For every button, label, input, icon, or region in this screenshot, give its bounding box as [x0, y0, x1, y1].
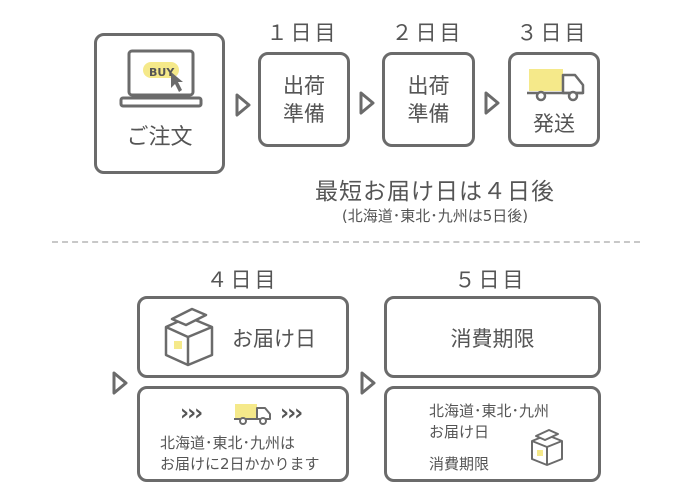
prep2-line2: 準備 — [407, 102, 450, 126]
regions-note-line2: お届けに2日かかります — [160, 455, 320, 473]
ship-label: 発送 — [533, 112, 575, 136]
day2-label: ２日目 — [391, 21, 464, 45]
prep-step-2: 出荷 準備 — [382, 52, 475, 147]
arrow-right-icon — [235, 93, 251, 117]
delivery-truck-icon — [234, 404, 271, 425]
day3-label: ３日目 — [516, 21, 589, 45]
package-box-icon — [164, 307, 214, 367]
order-label: ご注文 — [126, 125, 193, 150]
fastest-delivery-text: 最短お届け日は４日後 — [315, 179, 555, 205]
ship-step: 発送 — [508, 52, 600, 147]
delivery-truck-icon — [527, 69, 585, 102]
day4-label: ４日目 — [206, 268, 279, 292]
delivery-label: お届け日 — [232, 327, 316, 351]
regions-line2: お届け日 — [429, 423, 490, 441]
prep2-line1: 出荷 — [407, 74, 450, 98]
day5-label: ５日目 — [454, 268, 527, 292]
expiry-step: 消費期限 — [384, 296, 601, 378]
regions-line1: 北海道･東北･九州 — [429, 402, 550, 420]
prep1-line2: 準備 — [283, 102, 325, 126]
section-divider — [52, 241, 640, 243]
order-step: BUY ご注文 — [94, 33, 225, 174]
prep1-line1: 出荷 — [283, 74, 325, 98]
arrow-right-icon — [112, 371, 128, 395]
arrow-right-icon — [359, 91, 375, 115]
delivery-step: お届け日 — [137, 296, 349, 378]
regions-expiry-note: 北海道･東北･九州 お届け日 消費期限 — [384, 386, 601, 482]
arrow-right-icon — [360, 371, 376, 395]
expiry-label: 消費期限 — [450, 327, 535, 351]
chevrons-left: ››› — [180, 401, 203, 426]
package-box-icon — [531, 429, 563, 466]
laptop-buy-icon — [119, 49, 203, 108]
regions-expiry-label: 消費期限 — [429, 455, 490, 473]
buy-badge-text: BUY — [149, 66, 175, 79]
regions-note-line1: 北海道･東北･九州は — [160, 434, 296, 452]
prep-step-1: 出荷 準備 — [258, 52, 350, 147]
delivery-exception-text: (北海道･東北･九州は5日後) — [341, 207, 529, 225]
chevrons-right: ››› — [280, 401, 303, 426]
delivery-note: ››› ››› 北海道･東北･九州は お届けに2日かかります — [137, 386, 349, 482]
arrow-right-icon — [484, 91, 500, 115]
day1-label: １日目 — [266, 21, 339, 45]
